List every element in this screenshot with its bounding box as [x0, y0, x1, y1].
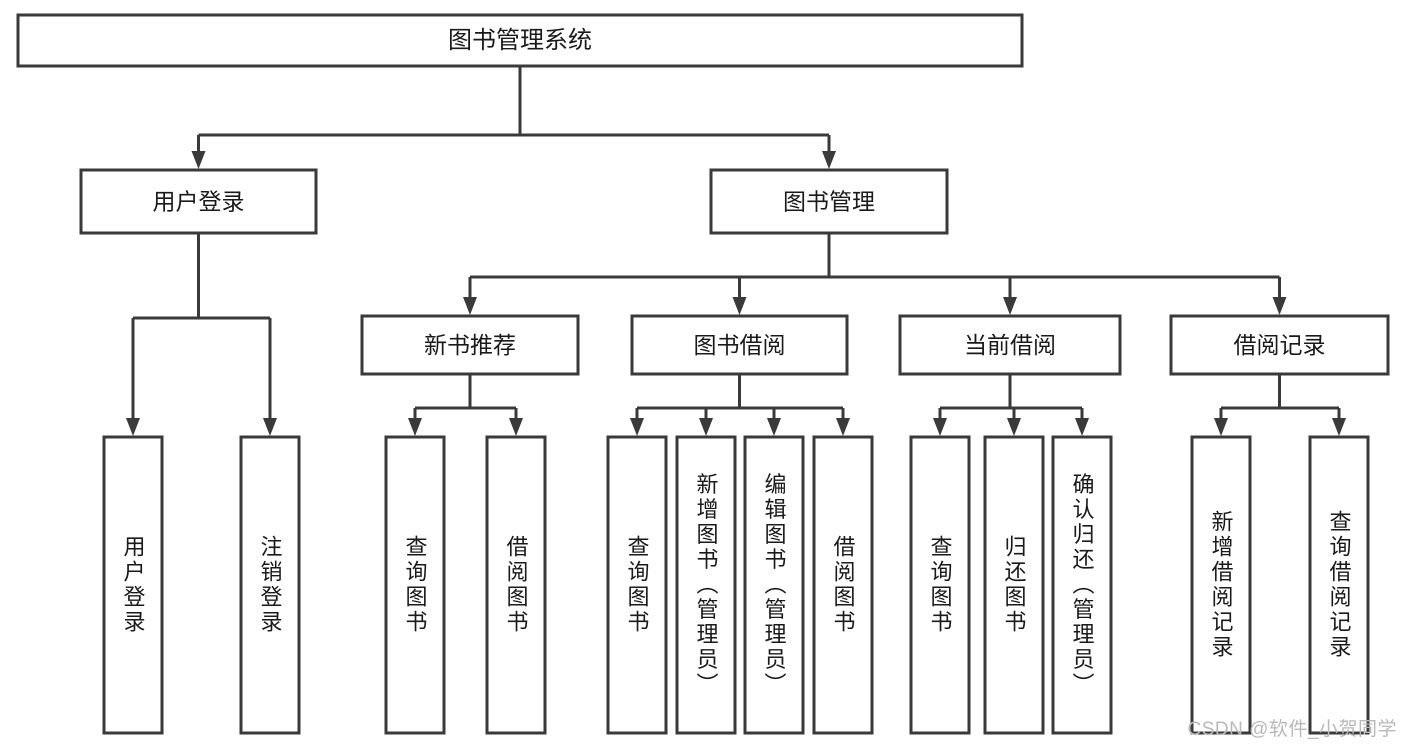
- node-leaf-return-book[interactable]: 归还图书: [983, 435, 1045, 735]
- node-leaf-borrow-book[interactable]: 借阅图书: [812, 435, 874, 735]
- node-user-login-label: 用户登录: [153, 189, 245, 215]
- node-book-borrow-label: 图书借阅: [694, 332, 786, 358]
- node-leaf-query-borrow-record-box[interactable]: [1308, 435, 1370, 735]
- nodes-layer: 图书管理系统用户登录图书管理新书推荐图书借阅当前借阅借阅记录用户登录注销登录查询…: [16, 13, 1390, 735]
- node-leaf-confirm-return-admin-label: 确认归还（管理员）: [1070, 473, 1095, 698]
- node-user-login[interactable]: 用户登录: [79, 168, 318, 235]
- node-borrow-records-box[interactable]: [1169, 314, 1390, 376]
- node-leaf-query-book-recommend-box[interactable]: [384, 435, 446, 735]
- node-book-management-label: 图书管理: [783, 189, 875, 215]
- node-book-management-box[interactable]: [709, 168, 949, 235]
- node-leaf-borrow-book-recommend[interactable]: 借阅图书: [485, 435, 547, 735]
- node-leaf-user-login-label: 用户登录: [121, 535, 146, 635]
- node-book-borrow[interactable]: 图书借阅: [630, 314, 849, 376]
- node-leaf-edit-book-admin[interactable]: 编辑图书（管理员）: [743, 435, 805, 735]
- node-leaf-borrow-book-recommend-label: 借阅图书: [504, 535, 529, 635]
- node-leaf-user-logout[interactable]: 注销登录: [239, 435, 301, 735]
- connectors-layer: [126, 66, 1346, 436]
- node-leaf-add-book-admin-label: 新增图书（管理员）: [694, 473, 719, 698]
- node-leaf-edit-book-admin-label: 编辑图书（管理员）: [762, 473, 787, 698]
- node-leaf-query-book-current[interactable]: 查询图书: [909, 435, 971, 735]
- node-leaf-add-book-admin[interactable]: 新增图书（管理员）: [675, 435, 737, 735]
- arrow-head-icon: [263, 418, 277, 436]
- node-leaf-query-borrow-record-label: 查询借阅记录: [1327, 510, 1352, 660]
- node-leaf-query-book-current-label: 查询图书: [928, 535, 953, 635]
- arrow-head-icon: [408, 418, 422, 436]
- node-current-borrow-label: 当前借阅: [964, 332, 1056, 358]
- node-current-borrow[interactable]: 当前借阅: [898, 314, 1122, 376]
- arrow-head-icon: [1214, 418, 1228, 436]
- node-leaf-user-logout-box[interactable]: [239, 435, 301, 735]
- arrow-head-icon: [1007, 418, 1021, 436]
- node-root[interactable]: 图书管理系统: [16, 13, 1024, 68]
- arrow-head-icon: [1272, 297, 1287, 315]
- arrow-head-icon: [509, 418, 523, 436]
- node-leaf-confirm-return-admin[interactable]: 确认归还（管理员）: [1051, 435, 1113, 735]
- node-leaf-user-logout-label: 注销登录: [258, 535, 283, 635]
- node-leaf-return-book-box[interactable]: [983, 435, 1045, 735]
- node-current-borrow-box[interactable]: [898, 314, 1122, 376]
- arrow-head-icon: [822, 151, 836, 169]
- arrow-head-icon: [1332, 418, 1346, 436]
- node-leaf-user-login-box[interactable]: [102, 435, 164, 735]
- node-leaf-query-book-current-box[interactable]: [909, 435, 971, 735]
- node-leaf-query-borrow-record[interactable]: 查询借阅记录: [1308, 435, 1370, 735]
- node-leaf-query-book-borrow[interactable]: 查询图书: [606, 435, 668, 735]
- node-book-borrow-box[interactable]: [630, 314, 849, 376]
- node-leaf-borrow-book-box[interactable]: [812, 435, 874, 735]
- node-leaf-add-borrow-record[interactable]: 新增借阅记录: [1190, 435, 1252, 735]
- arrow-head-icon: [933, 418, 947, 436]
- node-leaf-return-book-label: 归还图书: [1002, 535, 1027, 635]
- node-leaf-query-book-borrow-label: 查询图书: [625, 535, 650, 635]
- arrow-head-icon: [126, 418, 140, 436]
- arrow-head-icon: [699, 418, 713, 436]
- node-new-book-recommend[interactable]: 新书推荐: [360, 314, 580, 376]
- node-leaf-add-book-admin-box[interactable]: [675, 435, 737, 735]
- arrow-head-icon: [732, 297, 747, 315]
- node-leaf-user-login[interactable]: 用户登录: [102, 435, 164, 735]
- arrow-head-icon: [767, 418, 781, 436]
- node-leaf-add-borrow-record-label: 新增借阅记录: [1209, 510, 1234, 660]
- node-leaf-query-book-recommend[interactable]: 查询图书: [384, 435, 446, 735]
- node-leaf-query-book-borrow-box[interactable]: [606, 435, 668, 735]
- node-root-label: 图书管理系统: [448, 27, 592, 54]
- node-leaf-borrow-book-label: 借阅图书: [831, 535, 856, 635]
- node-new-book-recommend-box[interactable]: [360, 314, 580, 376]
- watermark-text: CSDN @软件_小贺同学: [1187, 719, 1397, 740]
- node-user-login-box[interactable]: [79, 168, 318, 235]
- node-borrow-records-label: 借阅记录: [1234, 332, 1326, 358]
- arrow-head-icon: [1003, 297, 1017, 315]
- node-leaf-edit-book-admin-box[interactable]: [743, 435, 805, 735]
- node-new-book-recommend-label: 新书推荐: [424, 332, 516, 358]
- node-book-management[interactable]: 图书管理: [709, 168, 949, 235]
- arrow-head-icon: [630, 418, 644, 436]
- arrow-head-icon: [1075, 418, 1089, 436]
- node-borrow-records[interactable]: 借阅记录: [1169, 314, 1390, 376]
- node-leaf-confirm-return-admin-box[interactable]: [1051, 435, 1113, 735]
- arrow-head-icon: [836, 418, 850, 436]
- node-leaf-borrow-book-recommend-box[interactable]: [485, 435, 547, 735]
- node-leaf-add-borrow-record-box[interactable]: [1190, 435, 1252, 735]
- arrow-head-icon: [463, 297, 477, 315]
- node-root-box[interactable]: [16, 13, 1024, 68]
- node-leaf-query-book-recommend-label: 查询图书: [403, 535, 428, 635]
- arrow-head-icon: [191, 151, 206, 169]
